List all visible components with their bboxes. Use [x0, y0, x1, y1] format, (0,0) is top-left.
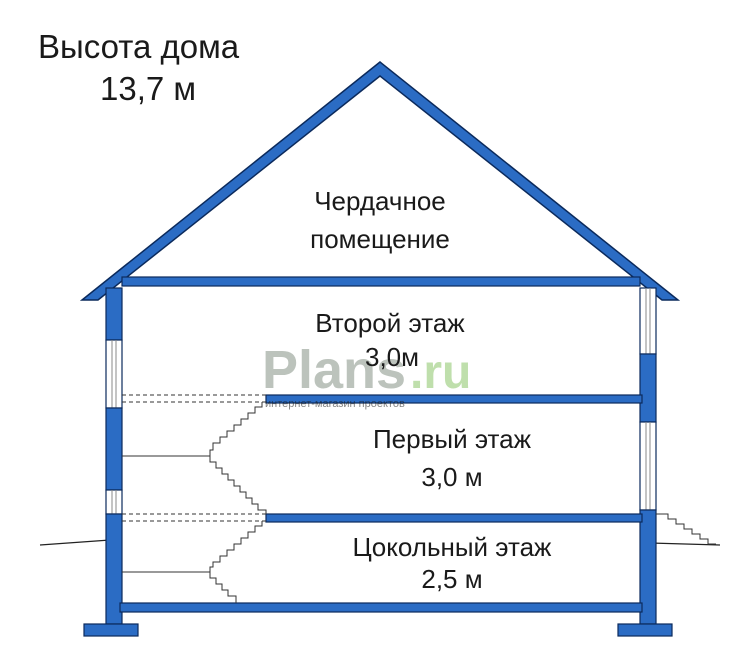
right-wall [639, 287, 657, 625]
roof [79, 61, 681, 301]
height-title-line1: Высота дома [38, 28, 240, 65]
stairs-exterior [656, 513, 716, 545]
first-floor-label-line2: 3,0 м [421, 462, 482, 492]
stairs-lower [122, 521, 263, 603]
attic-label-line2: помещение [310, 224, 450, 254]
watermark-suffix: .ru [410, 346, 471, 399]
basement-label-line1: Цокольный этаж [353, 532, 553, 562]
second-floor-slab [265, 394, 643, 404]
basement-floor-slab [119, 602, 643, 613]
attic-floor-slab [121, 276, 641, 287]
basement-label-line2: 2,5 м [421, 564, 482, 594]
right-foundation [617, 623, 673, 637]
first-floor-slab [265, 513, 643, 523]
watermark-brand: Plans [262, 340, 406, 400]
second-floor-label-line2: 3,0м [365, 342, 419, 372]
stairs-upper [122, 402, 267, 514]
watermark: Plans .ru интернет-магазин проектов [262, 340, 471, 410]
left-foundation [83, 623, 139, 637]
watermark-tagline: интернет-магазин проектов [265, 398, 405, 410]
first-floor-label-line1: Первый этаж [373, 424, 532, 454]
height-title-line2: 13,7 м [100, 70, 196, 107]
ground-line [39, 539, 721, 546]
dashed-floor-lines [122, 394, 266, 522]
attic-label-line1: Чердачное [314, 186, 446, 216]
second-floor-label-line1: Второй этаж [315, 308, 465, 338]
left-wall [105, 287, 123, 625]
